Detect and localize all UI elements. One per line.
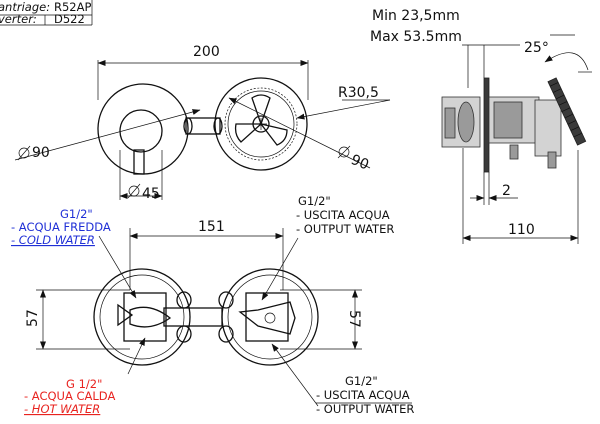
cold-line2: - COLD WATER [11,233,95,247]
outlet-top-label: G1/2" - USCITA ACQUA - OUTPUT WATER [296,194,394,236]
outlet-bottom-line1: - USCITA ACQUA [316,388,410,402]
hot-line2: - HOT WATER [24,402,100,416]
dim-radius: R30,5 [338,85,379,101]
outlet-top-line2: - OUTPUT WATER [296,222,394,236]
hot-thread: G 1/2" [66,377,102,391]
right-valve-body [238,292,296,342]
left-lever [133,149,145,175]
outlet-top-thread: G1/2" [298,194,331,208]
side-handle [547,77,587,146]
left-valve-body [117,291,234,343]
diameter-symbol-icon [17,145,31,161]
dim-bottom-width: 151 [198,219,225,235]
header-row2-label: verter: [0,12,37,26]
cold-water-label: G1/2" - ACQUA FREDDA - COLD WATER [11,207,111,247]
right-rosette [214,77,308,171]
side-view: Min 23,5mm Max 53.5mm 25° 2 [370,8,592,244]
side-plate [483,77,490,173]
connecting-pipe [183,117,223,135]
header-row1-value: R52AP [54,0,91,14]
diameter-symbol-icon [337,145,351,159]
hot-water-label: G 1/2" - ACQUA CALDA - HOT WATER [24,377,115,416]
dim-angle: 25° [524,40,549,56]
dim-max-depth: Max 53.5mm [370,29,462,45]
left-rosette [97,83,189,175]
dim-height-left: 57 [25,309,41,327]
outlet-bottom-line2: - OUTPUT WATER [316,402,414,416]
outlet-top-line1: - USCITA ACQUA [296,208,390,222]
dim-height-right: 57 [346,310,362,328]
outlet-bottom-thread: G1/2" [345,374,378,388]
dim-diameter-right: 90 [349,152,372,174]
header-table: antriage: R52AP verter: D522 [0,0,93,26]
back-view: 151 57 57 [25,219,362,407]
diameter-symbol-icon [127,183,141,199]
dim-diameter-left: 90 [32,145,50,161]
outlet-bottom-label: G1/2" - USCITA ACQUA - OUTPUT WATER [316,374,414,416]
hot-line1: - ACQUA CALDA [24,389,115,403]
left-handle [119,109,163,153]
dim-diameter-handle: 45 [142,186,160,202]
dim-side-depth: 110 [508,222,535,238]
cold-thread: G1/2" [60,207,93,221]
dim-top-width: 200 [193,44,220,60]
front-view: 200 90 R30,5 [14,44,391,202]
dim-min-depth: Min 23,5mm [372,8,460,24]
dim-plate-thickness: 2 [502,183,511,199]
star-handle [234,94,288,146]
cold-line1: - ACQUA FREDDA [11,220,111,234]
header-row2-value: D522 [54,12,85,26]
header-row1-label: antriage: [0,0,50,14]
right-knurled-ring [224,87,298,161]
